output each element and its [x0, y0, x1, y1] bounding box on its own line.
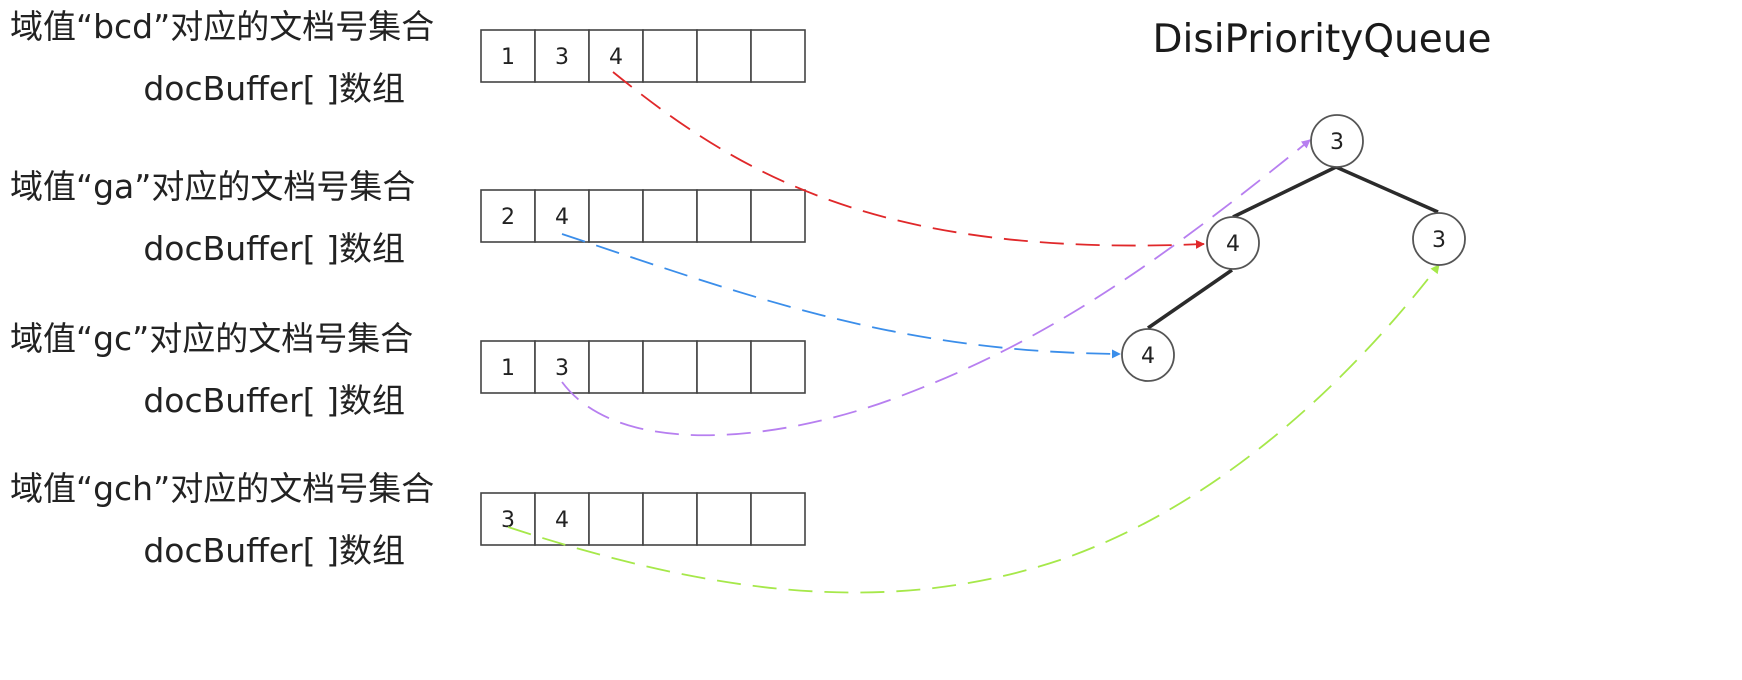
heap-node-left-left: 4	[1121, 328, 1175, 382]
heap-node-circle	[1206, 216, 1260, 270]
heap-node-circle	[1412, 212, 1466, 266]
buffer-cell	[642, 189, 698, 243]
group-label-2: 域值“gc”对应的文档号集合	[10, 319, 413, 358]
buffer-cell	[588, 340, 644, 394]
buffer-cell	[534, 189, 590, 243]
buffer-cell	[588, 189, 644, 243]
heap-node-circle	[1121, 328, 1175, 382]
buffer-cell-current-value: 4	[609, 45, 623, 70]
buffer-cell-value: 4	[555, 508, 569, 533]
buffer-cell-current-value: 3	[501, 508, 515, 533]
buffer-cell	[588, 29, 644, 83]
heap-node-right: 3	[1412, 212, 1466, 266]
heap-edge-root-to-right	[1335, 165, 1439, 214]
buffer-label-1: docBuffer[ ]数组	[143, 229, 405, 268]
doc-buffer-0: 1 3 4	[480, 29, 806, 83]
group-label-0: 域值“bcd”对应的文档号集合	[10, 7, 434, 46]
buffer-cell	[480, 29, 536, 83]
arrow-group-0-to-left	[612, 71, 1205, 249]
buffer-cell	[534, 492, 590, 546]
heap-edge-left-to-left-left	[1147, 268, 1233, 330]
buffer-cell	[642, 340, 698, 394]
buffer-cell	[480, 492, 536, 546]
heap-edges	[1147, 165, 1439, 330]
buffer-cell-value: 1	[501, 45, 515, 70]
buffer-cell-value: 2	[501, 205, 515, 230]
buffer-cell	[696, 189, 752, 243]
group-label-3: 域值“gch”对应的文档号集合	[10, 469, 434, 508]
buffer-cell	[588, 492, 644, 546]
heap-node-circle	[1310, 114, 1364, 168]
arrow-group-1-to-left-left	[561, 233, 1121, 359]
buffer-label-2: docBuffer[ ]数组	[143, 381, 405, 420]
arrows-layer	[507, 71, 1440, 594]
buffer-cell	[642, 29, 698, 83]
heap-node-left: 4	[1206, 216, 1260, 270]
buffer-cell	[750, 29, 806, 83]
buffer-cell	[696, 492, 752, 546]
buffer-cell	[696, 29, 752, 83]
buffer-cell	[534, 340, 590, 394]
heap-node-value: 4	[1226, 232, 1240, 257]
arrow-group-3-to-right	[507, 264, 1440, 594]
buffer-cell	[750, 492, 806, 546]
buffer-label-0: docBuffer[ ]数组	[143, 69, 405, 108]
heap-edge-root-to-left	[1232, 165, 1337, 219]
buffer-cell-current-value: 4	[555, 205, 569, 230]
heap-nodes: 3 4 3 4	[1121, 114, 1466, 382]
heap-node-value: 3	[1432, 228, 1446, 253]
buffer-cell	[642, 492, 698, 546]
buffer-cell	[480, 340, 536, 394]
heap-node-value: 3	[1330, 130, 1344, 155]
buffer-label-3: docBuffer[ ]数组	[143, 531, 405, 570]
buffer-cell-value: 3	[555, 45, 569, 70]
buffer-cell	[750, 340, 806, 394]
heap-node-root: 3	[1310, 114, 1364, 168]
buffer-cell-value: 1	[501, 356, 515, 381]
buffer-cell	[534, 29, 590, 83]
group-label-1: 域值“ga”对应的文档号集合	[10, 167, 415, 206]
diagram-title: DisiPriorityQueue	[1153, 17, 1492, 62]
heap-node-value: 4	[1141, 344, 1155, 369]
buffer-cell-current-value: 3	[555, 356, 569, 381]
buffer-cell	[696, 340, 752, 394]
buffer-cell	[750, 189, 806, 243]
